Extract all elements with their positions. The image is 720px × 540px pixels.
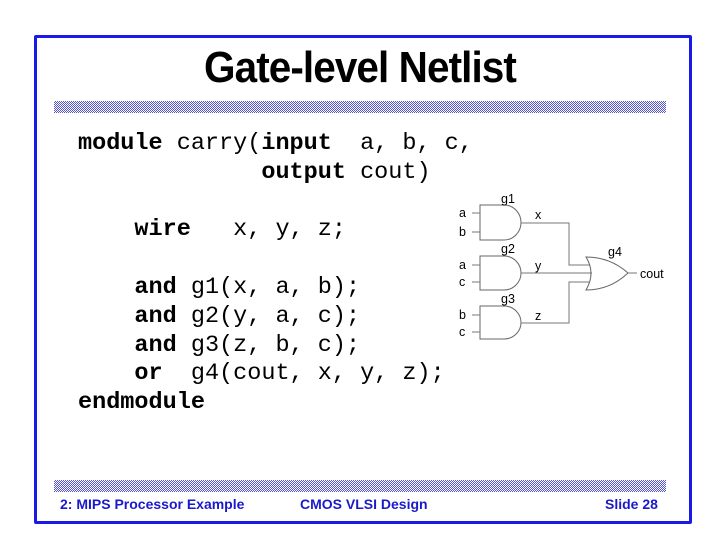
code-keyword: endmodule bbox=[78, 389, 205, 417]
wire-z-label: z bbox=[535, 309, 541, 323]
code-line: module carry(input a, b, c, bbox=[78, 130, 473, 159]
and-gate-g2 bbox=[479, 255, 522, 291]
title-divider-bar bbox=[54, 101, 666, 113]
code-text: g2(y, a, c); bbox=[176, 302, 361, 330]
code-text: g1(x, a, b); bbox=[176, 273, 361, 301]
g2-label: g2 bbox=[501, 242, 515, 256]
footer-divider-bar bbox=[54, 480, 666, 492]
code-line: wire x, y, z; bbox=[78, 216, 473, 245]
code-text: cout) bbox=[345, 158, 431, 186]
slide-title: Gate-level Netlist bbox=[204, 43, 517, 92]
g2-input-c: c bbox=[459, 275, 465, 289]
and-gate-g1 bbox=[479, 204, 522, 241]
code-text: g3(z, b, c); bbox=[176, 331, 361, 359]
wire-x-label: x bbox=[535, 208, 542, 222]
code-keyword: input bbox=[261, 130, 332, 157]
and-gate-g3 bbox=[479, 305, 522, 340]
code-line: endmodule bbox=[78, 389, 473, 418]
g1-input-a: a bbox=[459, 206, 466, 220]
g1-input-b: b bbox=[459, 225, 466, 239]
g1-label: g1 bbox=[501, 192, 515, 206]
code-line: and g3(z, b, c); bbox=[78, 332, 473, 361]
cout-label: cout bbox=[640, 267, 664, 281]
footer-course: CMOS VLSI Design bbox=[300, 496, 428, 512]
g2-input-a: a bbox=[459, 258, 466, 272]
g3-label: g3 bbox=[501, 292, 515, 306]
code-text bbox=[78, 332, 134, 359]
code-line bbox=[78, 188, 473, 217]
g3-input-c: c bbox=[459, 325, 465, 339]
g3-input-b: b bbox=[459, 308, 466, 322]
circuit-diagram: g1 a b x g2 a c y g3 b c z g4 cout bbox=[459, 192, 664, 340]
code-keyword: output bbox=[261, 158, 346, 186]
code-text bbox=[78, 303, 134, 330]
verilog-code-block: module carry(input a, b, c, output cout)… bbox=[78, 130, 473, 418]
code-line bbox=[78, 245, 473, 274]
code-keyword: and bbox=[134, 273, 177, 301]
code-line: output cout) bbox=[78, 159, 473, 188]
wire-y-label: y bbox=[535, 259, 542, 273]
code-text bbox=[78, 360, 134, 387]
slide-frame bbox=[34, 35, 692, 524]
code-keyword: and bbox=[134, 331, 177, 359]
footer-chapter: 2: MIPS Processor Example bbox=[60, 496, 245, 512]
code-keyword: or bbox=[134, 360, 163, 388]
or-gate-g4 bbox=[585, 256, 629, 291]
code-text: carry( bbox=[162, 130, 262, 157]
code-text: x, y, z; bbox=[190, 216, 346, 244]
code-line: or g4(cout, x, y, z); bbox=[78, 360, 473, 389]
code-line: and g1(x, a, b); bbox=[78, 274, 473, 303]
code-text: a, b, c, bbox=[331, 130, 473, 157]
code-text bbox=[78, 216, 134, 243]
code-keyword: and bbox=[134, 302, 177, 330]
code-line: and g2(y, a, c); bbox=[78, 303, 473, 332]
code-keyword: module bbox=[78, 130, 163, 157]
code-keyword: wire bbox=[134, 216, 191, 244]
footer-slide-number: Slide 28 bbox=[605, 496, 658, 512]
code-text: g4(cout, x, y, z); bbox=[162, 360, 445, 388]
code-text bbox=[78, 274, 134, 301]
g4-label: g4 bbox=[608, 245, 622, 259]
code-text bbox=[78, 159, 261, 186]
